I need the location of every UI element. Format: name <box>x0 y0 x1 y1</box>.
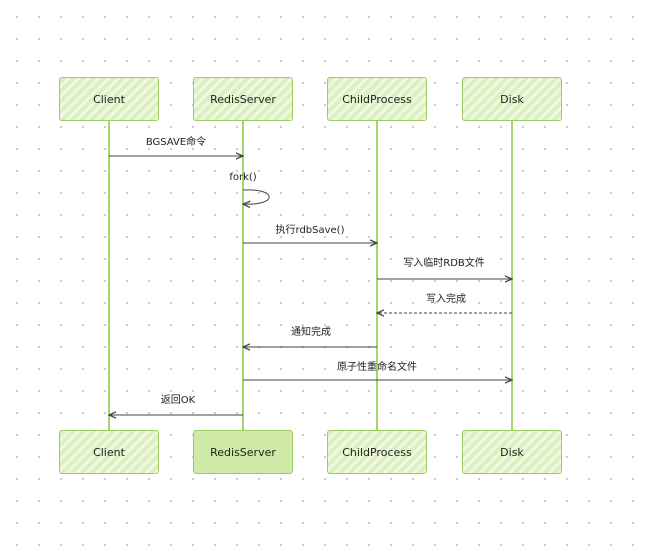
participant-client-top: Client <box>59 77 159 121</box>
participant-label: RedisServer <box>210 445 276 459</box>
message-label-return-ok: 返回OK <box>160 395 196 406</box>
participant-label: Client <box>93 92 125 106</box>
participant-disk-bottom: Disk <box>462 430 562 474</box>
message-label-rename: 原子性重命名文件 <box>337 362 417 373</box>
participant-client-bottom: Client <box>59 430 159 474</box>
message-label-write-temp: 写入临时RDB文件 <box>403 258 485 269</box>
participant-label: Disk <box>500 92 524 106</box>
message-label-notify: 通知完成 <box>291 327 331 338</box>
message-label-fork: fork() <box>229 172 257 183</box>
participant-label: Client <box>93 445 125 459</box>
participant-redisserver-top: RedisServer <box>193 77 293 121</box>
participant-disk-top: Disk <box>462 77 562 121</box>
participant-label: ChildProcess <box>342 445 412 459</box>
arrow-fork-self <box>243 189 270 204</box>
message-label-rdbsave: 执行rdbSave() <box>275 225 345 236</box>
participant-childprocess-bottom: ChildProcess <box>327 430 427 474</box>
participant-label: Disk <box>500 445 524 459</box>
message-label-bgsave: BGSAVE命令 <box>145 137 207 148</box>
message-label-write-done: 写入完成 <box>426 294 466 305</box>
participant-label: ChildProcess <box>342 92 412 106</box>
participant-label: RedisServer <box>210 92 276 106</box>
participant-redisserver-bottom: RedisServer <box>193 430 293 474</box>
participant-childprocess-top: ChildProcess <box>327 77 427 121</box>
